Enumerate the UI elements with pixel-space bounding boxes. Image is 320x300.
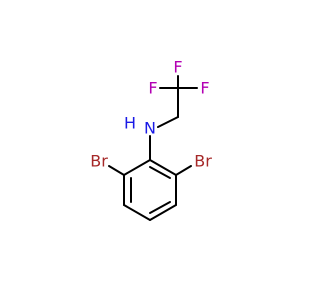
molecule-diagram: F F F N H Br Br <box>90 58 212 221</box>
bond-ring-double-1 <box>149 166 171 179</box>
bond-ch2-n <box>157 116 179 128</box>
atom-label-n: N <box>144 119 156 138</box>
atom-label-br-right: Br <box>194 152 212 171</box>
bond-ring-double-3 <box>149 201 171 214</box>
bond-ring-3 <box>123 204 151 221</box>
bond-c-br-left <box>108 165 125 176</box>
atom-label-f-right: F <box>200 79 209 98</box>
atom-label-f-top: F <box>173 58 182 77</box>
atom-label-f-left: F <box>148 79 157 98</box>
atom-label-br-left: Br <box>90 152 108 171</box>
bond-ring-1 <box>123 159 151 176</box>
bond-ring-6 <box>149 159 177 176</box>
bond-ring-4 <box>149 204 177 221</box>
bond-c-br-right <box>175 165 192 176</box>
atom-label-h: H <box>124 114 136 133</box>
structure-canvas: F F F N H Br Br <box>90 58 212 221</box>
